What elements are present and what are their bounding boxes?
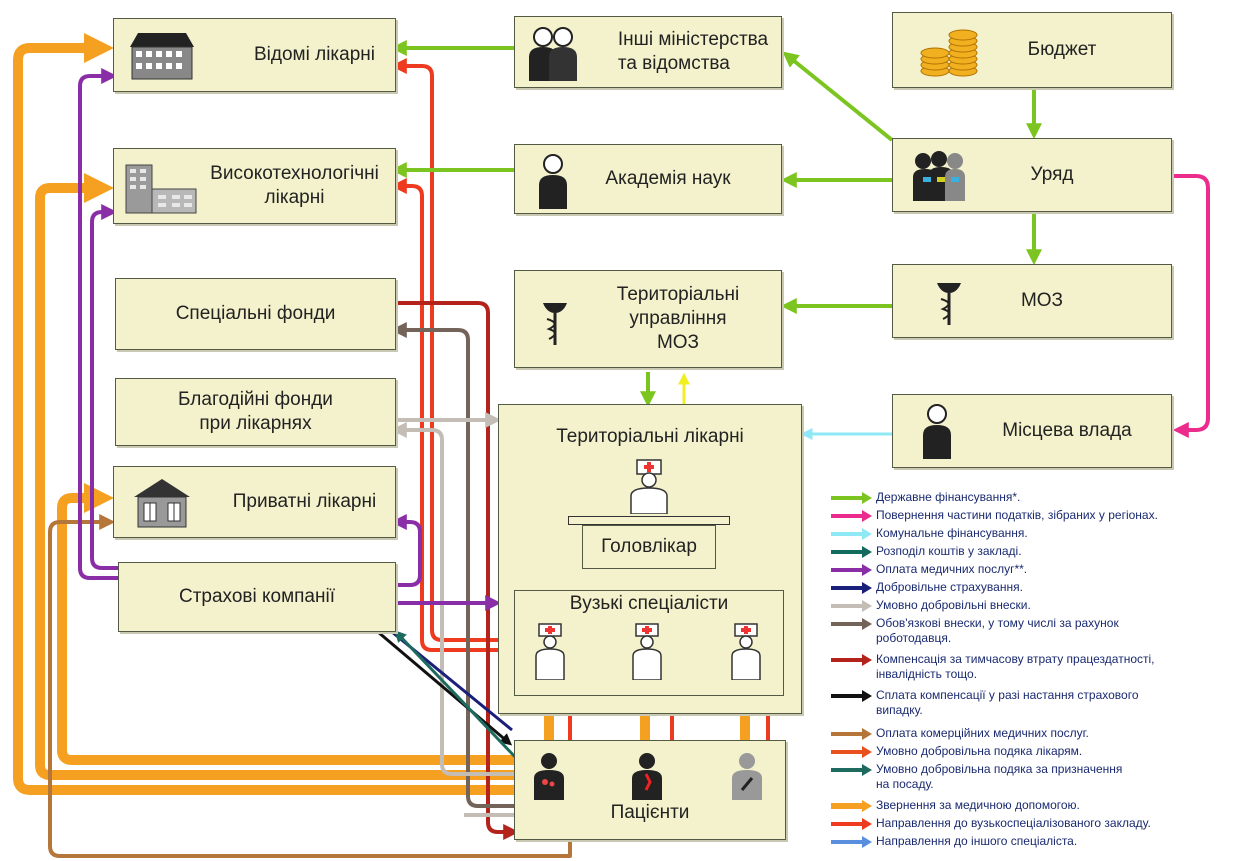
private-house-icon bbox=[134, 479, 190, 528]
label-private: Приватні лікарні bbox=[232, 491, 377, 513]
legend-text: Оплата комерційних медичних послуг. bbox=[876, 726, 1089, 740]
arrow-purple-to-private bbox=[390, 514, 422, 587]
box-academy: Академія наук bbox=[514, 144, 782, 214]
official-icon bbox=[923, 404, 951, 459]
legend-arrow-icon bbox=[831, 528, 872, 540]
coins-icon bbox=[920, 29, 978, 77]
arrow-green-gov-ministries bbox=[782, 51, 894, 142]
legend-text: Комунальне фінансування. bbox=[876, 526, 1028, 540]
box-government: Уряд bbox=[892, 138, 1172, 212]
legend-arrow-icon bbox=[831, 510, 872, 522]
arrow-teal-patients-insurance bbox=[394, 630, 520, 762]
arrow-patients-to-hightech bbox=[35, 173, 515, 780]
arrow-patients-to-vidomi bbox=[13, 33, 515, 795]
label-chief-doctor: Головлікар bbox=[601, 536, 697, 557]
legend-text: Сплата компенсації у разі настання страх… bbox=[876, 688, 1139, 717]
label-vidomi: Відомі лікарні bbox=[254, 44, 375, 66]
government-group-icon bbox=[913, 151, 965, 201]
legend-text: Повернення частини податків, зібраних у … bbox=[876, 508, 1158, 522]
specialist-3-icon bbox=[731, 623, 761, 680]
arrow-pink-gov-local bbox=[1172, 174, 1210, 438]
label-special-funds: Спеціальні фонди bbox=[175, 303, 336, 325]
label-moz: МОЗ bbox=[1020, 290, 1064, 312]
arrow-brown-private bbox=[48, 514, 572, 858]
legend-arrow-icon bbox=[831, 492, 872, 504]
label-territorial-hospitals: Територіальні лікарні bbox=[556, 426, 744, 447]
arrow-purple-to-vidomi bbox=[78, 68, 118, 580]
box-territorial-moz: Територіальні управління МОЗ bbox=[514, 270, 782, 368]
legend-text: Розподіл коштів у закладі. bbox=[876, 544, 1022, 558]
legend-text: Обов'язкові внески, у тому числі за раху… bbox=[876, 616, 1119, 645]
legend-arrow-icon bbox=[831, 818, 872, 830]
label-local-authority: Місцева влада bbox=[1002, 420, 1132, 442]
hospital-building-icon bbox=[130, 33, 194, 80]
legend-arrow-icon bbox=[831, 728, 872, 740]
arrow-red-to-vidomi bbox=[390, 58, 515, 642]
office-building-icon bbox=[125, 164, 197, 214]
legend-text: Умовно добровільні внески. bbox=[876, 598, 1031, 612]
legend-arrow-icon bbox=[831, 618, 872, 630]
specialist-1-icon bbox=[535, 623, 565, 680]
legend-text: Умовно добровільна подяка за призначення… bbox=[876, 762, 1123, 791]
legend-text: Звернення за медичною допомогою. bbox=[876, 798, 1080, 812]
officials-icon bbox=[529, 27, 577, 81]
legend-arrow-icon bbox=[831, 546, 872, 558]
patient-2-icon bbox=[632, 753, 662, 800]
legend-arrow-icon bbox=[831, 746, 872, 758]
caduceus-icon bbox=[543, 303, 567, 345]
label-government: Уряд bbox=[1030, 164, 1074, 186]
label-other-ministries: Інші міністерства та відомства bbox=[617, 29, 769, 74]
legend-text: Компенсація за тимчасову втрату працезда… bbox=[876, 652, 1155, 681]
arrow-purple-to-hightech bbox=[90, 204, 118, 570]
label-academy: Академія наук bbox=[605, 168, 731, 190]
box-vidomi: Відомі лікарні bbox=[113, 18, 396, 92]
label-high-tech: Високотехнологічні лікарні bbox=[210, 163, 379, 208]
legend-arrow-icon bbox=[831, 600, 872, 612]
box-chief-doctor: Головлікар bbox=[582, 525, 716, 569]
label-insurance: Страхові компанії bbox=[178, 586, 335, 608]
legend-arrow-icon bbox=[831, 690, 872, 702]
legend-text: Направлення до іншого спеціаліста. bbox=[876, 834, 1078, 848]
label-charity-funds: Благодійні фонди при лікарнях bbox=[178, 389, 333, 434]
arrow-darkred-funds-patients bbox=[398, 301, 520, 840]
caduceus-icon bbox=[937, 283, 961, 325]
label-patients: Пацієнти bbox=[610, 802, 690, 824]
legend-text: Оплата медичних послуг**. bbox=[876, 562, 1028, 576]
arrow-black-insurance-patients bbox=[377, 630, 513, 746]
scientist-icon bbox=[539, 154, 567, 209]
label-budget: Бюджет bbox=[1027, 39, 1097, 61]
legend-arrow-icon bbox=[831, 654, 872, 666]
box-local-authority: Місцева влада bbox=[892, 394, 1172, 468]
arrow-darkgray-patients-funds bbox=[390, 322, 515, 808]
legend-arrow-icon bbox=[831, 836, 872, 848]
legend-arrow-icon bbox=[831, 764, 872, 776]
patient-3-icon bbox=[732, 753, 762, 800]
legend-text: Добровільне страхування. bbox=[876, 580, 1023, 594]
chief-doctor-desk bbox=[568, 516, 730, 525]
box-special-funds: Спеціальні фонди bbox=[115, 278, 396, 350]
box-other-ministries: Інші міністерства та відомства bbox=[514, 16, 782, 88]
label-specialists: Вузькі спеціалісти bbox=[569, 593, 729, 614]
arrow-patients-to-private bbox=[57, 483, 515, 765]
box-moz: МОЗ bbox=[892, 264, 1172, 338]
legend-arrow-icon bbox=[831, 582, 872, 594]
chief-doctor-icon bbox=[630, 459, 668, 514]
legend-arrow-icon bbox=[831, 564, 872, 576]
specialist-2-icon bbox=[632, 623, 662, 680]
box-high-tech: Високотехнологічні лікарні bbox=[113, 148, 396, 224]
legend-text: Державне фінансування*. bbox=[876, 490, 1021, 504]
legend-text: Умовно добровільна подяка лікарям. bbox=[876, 744, 1083, 758]
box-budget: Бюджет bbox=[892, 12, 1172, 88]
box-insurance: Страхові компанії bbox=[118, 562, 396, 632]
legend-arrow-icon bbox=[831, 800, 872, 812]
box-charity-funds: Благодійні фонди при лікарнях bbox=[115, 378, 396, 446]
label-territorial-moz: Територіальні управління МОЗ bbox=[616, 284, 740, 353]
box-private: Приватні лікарні bbox=[113, 466, 396, 538]
patient-1-icon bbox=[534, 753, 564, 800]
legend-text: Направлення до вузькоспеціалізованого за… bbox=[876, 816, 1151, 830]
